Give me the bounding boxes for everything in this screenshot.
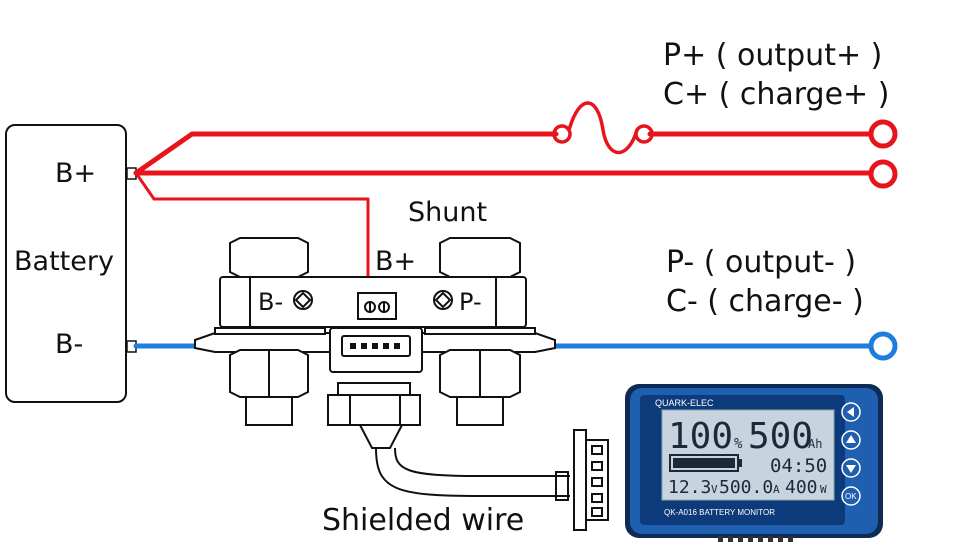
ok-button[interactable]: OK <box>841 486 861 506</box>
cable-connector <box>585 439 609 521</box>
lcd-percent-unit: % <box>734 436 743 452</box>
p-minus-screw-icon <box>433 290 453 310</box>
lcd-voltage-unit: V <box>711 483 718 496</box>
right-bolt-top <box>439 237 521 278</box>
b-minus-screw-icon <box>293 290 313 310</box>
battery-monitor: QUARK-ELEC 100 % 500 Ah 04:50 12.3 V 500… <box>625 384 883 542</box>
lcd-capacity: 500 <box>748 416 813 457</box>
positive-wiring <box>133 101 898 309</box>
negative-charge-label: C- ( charge- ) <box>666 284 864 319</box>
lcd-percent: 100 <box>668 416 733 457</box>
shielded-cable <box>359 424 609 531</box>
shunt-sense-label: B+ <box>375 246 416 277</box>
up-button[interactable] <box>841 430 861 450</box>
monitor-model: QK-A016 BATTERY MONITOR <box>664 508 775 517</box>
monitor-pins <box>718 536 793 542</box>
negative-output-label: P- ( output- ) <box>666 245 856 280</box>
lcd-current-unit: A <box>773 483 780 496</box>
positive-output-label: P+ ( output+ ) <box>663 38 882 73</box>
lcd-capacity-unit: Ah <box>808 437 822 451</box>
positive-output-terminal <box>868 119 898 149</box>
negative-wiring <box>133 331 898 361</box>
left-button[interactable] <box>841 402 861 422</box>
down-button[interactable] <box>841 458 861 478</box>
monitor-brand: QUARK-ELEC <box>655 398 714 408</box>
ok-button-label: OK <box>845 492 857 501</box>
down-arrow-icon <box>846 465 856 473</box>
positive-charge-terminal <box>868 159 898 189</box>
battery-negative-label: B- <box>55 329 83 360</box>
lcd-voltage: 12.3 <box>668 477 711 498</box>
fuse <box>552 101 654 155</box>
shunt-b-minus-label: B- <box>258 288 283 316</box>
battery-positive-label: B+ <box>55 158 96 189</box>
battery-title: Battery <box>14 246 114 277</box>
sense-terminal <box>357 292 397 320</box>
lcd-battery-icon <box>669 454 742 472</box>
shunt: Shunt B- P- B+ <box>194 197 556 426</box>
negative-terminal <box>868 331 898 361</box>
shunt-p-minus-label: P- <box>459 288 482 316</box>
positive-charge-label: C+ ( charge+ ) <box>663 77 889 112</box>
shielded-wire-label: Shielded wire <box>322 503 524 538</box>
left-bolt-top <box>229 237 309 278</box>
lcd-power-unit: W <box>820 483 827 496</box>
battery: B+ Battery B- <box>5 124 137 403</box>
lcd-power: 400 <box>785 477 818 498</box>
shunt-title: Shunt <box>408 197 487 228</box>
up-arrow-icon <box>846 435 856 443</box>
left-arrow-icon <box>847 407 854 417</box>
lcd-current: 500.0 <box>719 477 773 498</box>
lcd-time: 04:50 <box>770 455 827 477</box>
